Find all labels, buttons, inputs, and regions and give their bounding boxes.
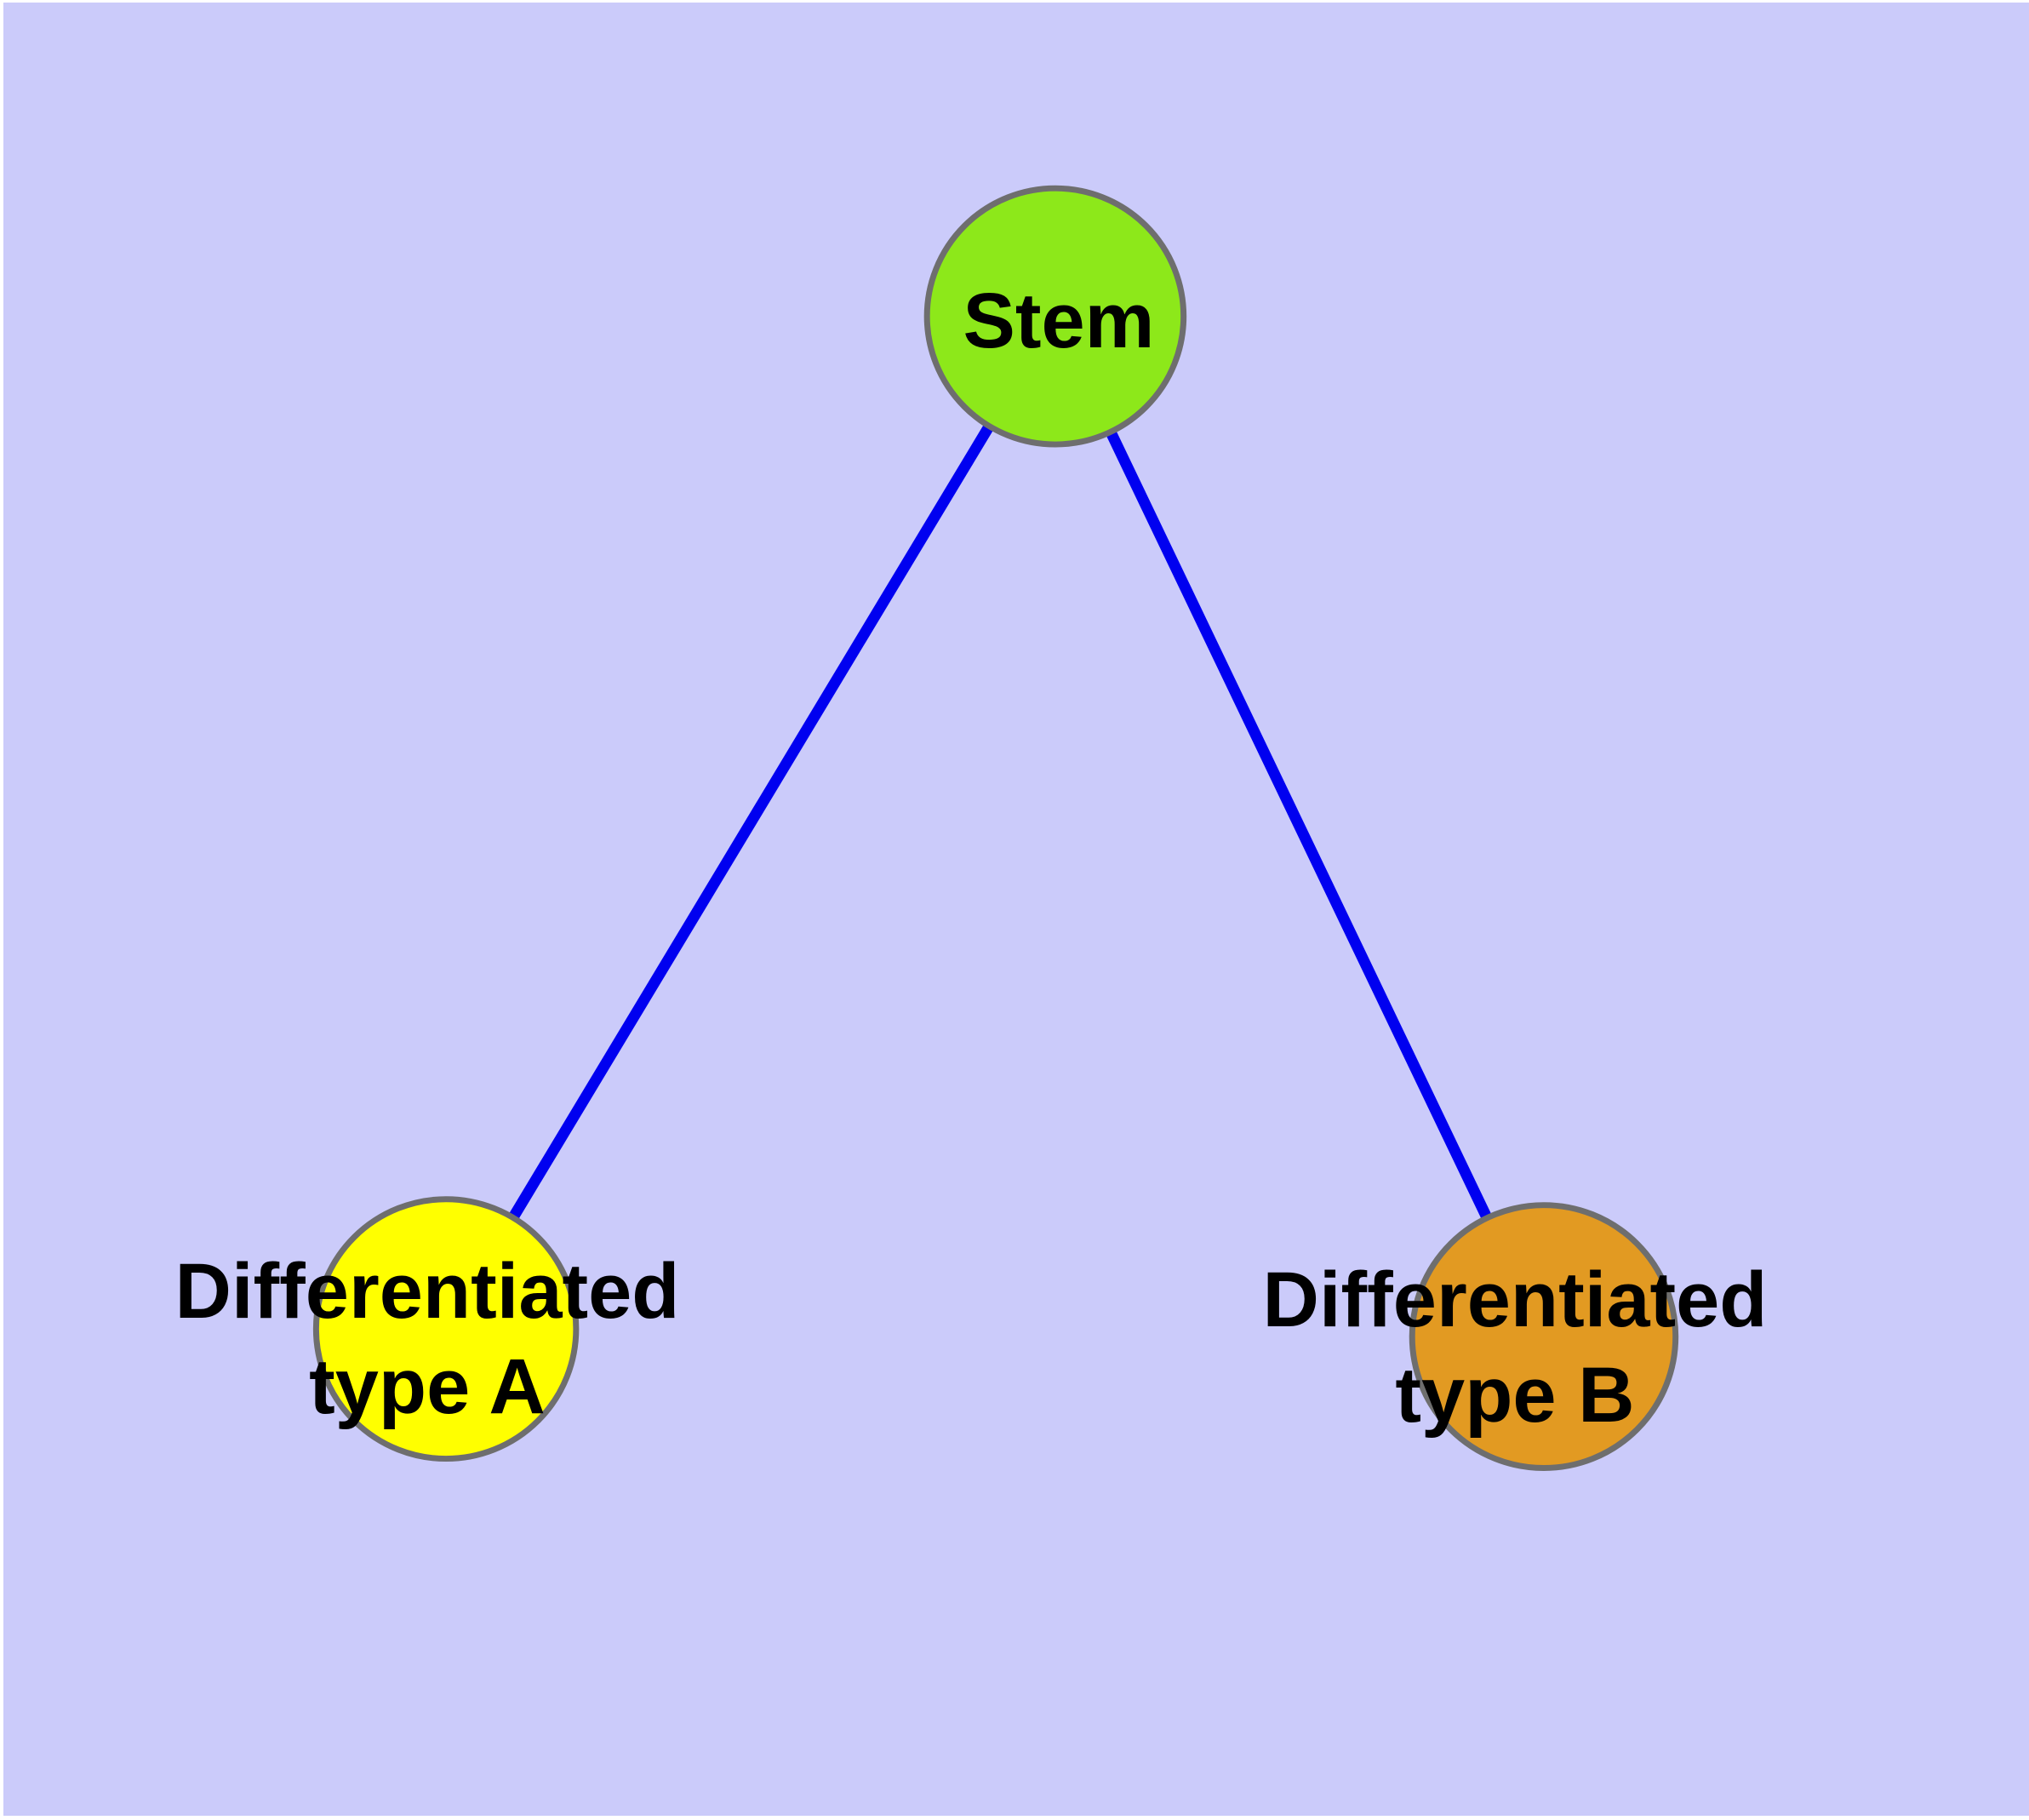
node-label-type-b-line1: Differentiated xyxy=(1262,1256,1768,1343)
node-label-type-b-line2: type B xyxy=(1395,1352,1635,1439)
node-label-stem: Stem xyxy=(963,273,1155,369)
node-differentiated-type-a[interactable] xyxy=(312,1196,580,1462)
node-label-type-a-line1: Differentiated xyxy=(174,1248,680,1335)
node-differentiated-type-b[interactable] xyxy=(1409,1202,1679,1472)
node-stem[interactable] xyxy=(923,185,1187,448)
node-label-type-a-line2: type A xyxy=(309,1343,546,1430)
diagram-canvas: Stem Differentiated type A Differentiate… xyxy=(3,3,2029,1816)
graph-svg xyxy=(312,185,1679,1472)
node-label-differentiated-type-a: Differentiated type A xyxy=(175,1244,680,1434)
edge-stem-to-type-a xyxy=(441,313,1060,1332)
edge-stem-to-type-b xyxy=(1050,313,1549,1339)
node-label-differentiated-type-b: Differentiated type B xyxy=(1263,1252,1768,1443)
node-label-stem-line1: Stem xyxy=(963,278,1155,364)
